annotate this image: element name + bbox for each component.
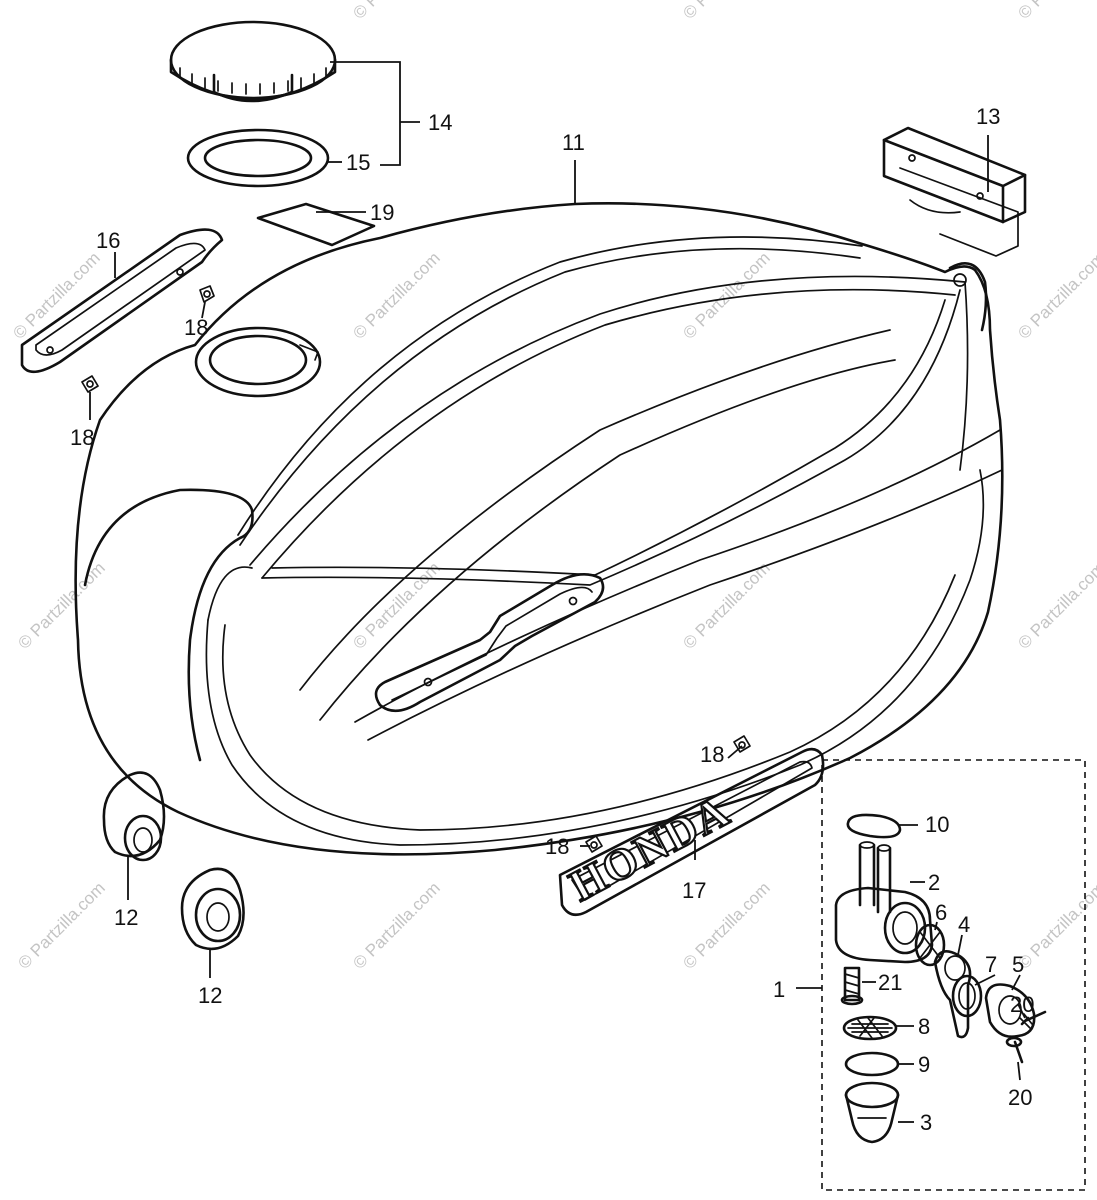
sediment-cup <box>844 1081 900 1144</box>
filler-cap <box>169 20 337 103</box>
lever-gasket <box>951 974 983 1018</box>
callout-4: 4 <box>958 912 970 937</box>
screw <box>1005 1036 1024 1064</box>
fuel-tank <box>74 202 1004 856</box>
tank-cushion <box>180 867 245 951</box>
screw <box>1019 1010 1047 1029</box>
callout-9: 9 <box>918 1052 930 1077</box>
callout-20-lower: 20 <box>1008 1085 1032 1110</box>
callout-12-lower: 12 <box>198 983 222 1008</box>
clip-nut <box>585 835 603 853</box>
callout-1: 1 <box>773 977 785 1002</box>
watermark: © Partzilla.com <box>349 878 443 972</box>
clip-nut <box>733 735 751 753</box>
side-plate <box>20 228 224 374</box>
watermark: © Partzilla.com <box>14 878 108 972</box>
watermark: © Partzilla.com <box>1014 0 1097 23</box>
callout-8: 8 <box>918 1014 930 1039</box>
callout-15: 15 <box>346 150 370 175</box>
cup-o-ring <box>844 1051 900 1077</box>
watermark: © Partzilla.com <box>679 0 773 23</box>
callout-18-plate: 18 <box>184 315 208 340</box>
watermark: © Partzilla.com <box>349 558 443 652</box>
callout-16: 16 <box>96 228 120 253</box>
valve-lever <box>933 950 972 1039</box>
callout-13: 13 <box>976 104 1000 129</box>
callout-14: 14 <box>428 110 452 135</box>
valve-screw <box>840 966 864 1006</box>
callout-2: 2 <box>928 870 940 895</box>
callout-18-left: 18 <box>70 425 94 450</box>
callout-18-emblem-left: 18 <box>545 834 569 859</box>
watermark: © Partzilla.com <box>349 248 443 342</box>
clip-nut <box>81 375 99 393</box>
watermark: © Partzilla.com <box>1014 248 1097 342</box>
callout-18-emblem-top: 18 <box>700 742 724 767</box>
fuel-valve-box <box>821 759 1086 1191</box>
strainer-disc <box>914 923 946 967</box>
callout-10: 10 <box>925 812 949 837</box>
leader-lines <box>89 61 1026 1123</box>
strip <box>256 202 376 247</box>
callout-11: 11 <box>562 130 585 155</box>
tank-cushion <box>102 771 166 862</box>
watermark: © Partzilla.com <box>9 248 103 342</box>
watermark: © Partzilla.com <box>679 558 773 652</box>
callout-labels: 1 2 3 4 5 6 7 8 9 10 11 12 12 13 14 15 1… <box>70 104 1034 1135</box>
valve-body <box>834 841 934 964</box>
watermark: © Partzilla.com <box>679 248 773 342</box>
callout-20-upper: 20 <box>1010 992 1034 1017</box>
valve-o-ring <box>846 813 902 839</box>
watermark: © Partzilla.com <box>1014 558 1097 652</box>
watermark: © Partzilla.com <box>349 0 443 23</box>
callout-5: 5 <box>1012 952 1024 977</box>
callout-17: 17 <box>682 878 706 903</box>
callout-7: 7 <box>985 952 997 977</box>
filter-screen <box>842 1015 898 1041</box>
callout-3: 3 <box>920 1110 932 1135</box>
clip-nut <box>199 285 215 303</box>
emblem-text: HONDA <box>562 786 738 911</box>
callout-6: 6 <box>935 900 947 925</box>
callout-21: 21 <box>878 970 902 995</box>
rear-bracket <box>882 126 1027 257</box>
callout-19: 19 <box>370 200 394 225</box>
watermark: © Partzilla.com <box>14 558 108 652</box>
callout-12-upper: 12 <box>114 905 138 930</box>
cap-gasket <box>186 128 330 188</box>
watermark: © Partzilla.com <box>1014 878 1097 972</box>
